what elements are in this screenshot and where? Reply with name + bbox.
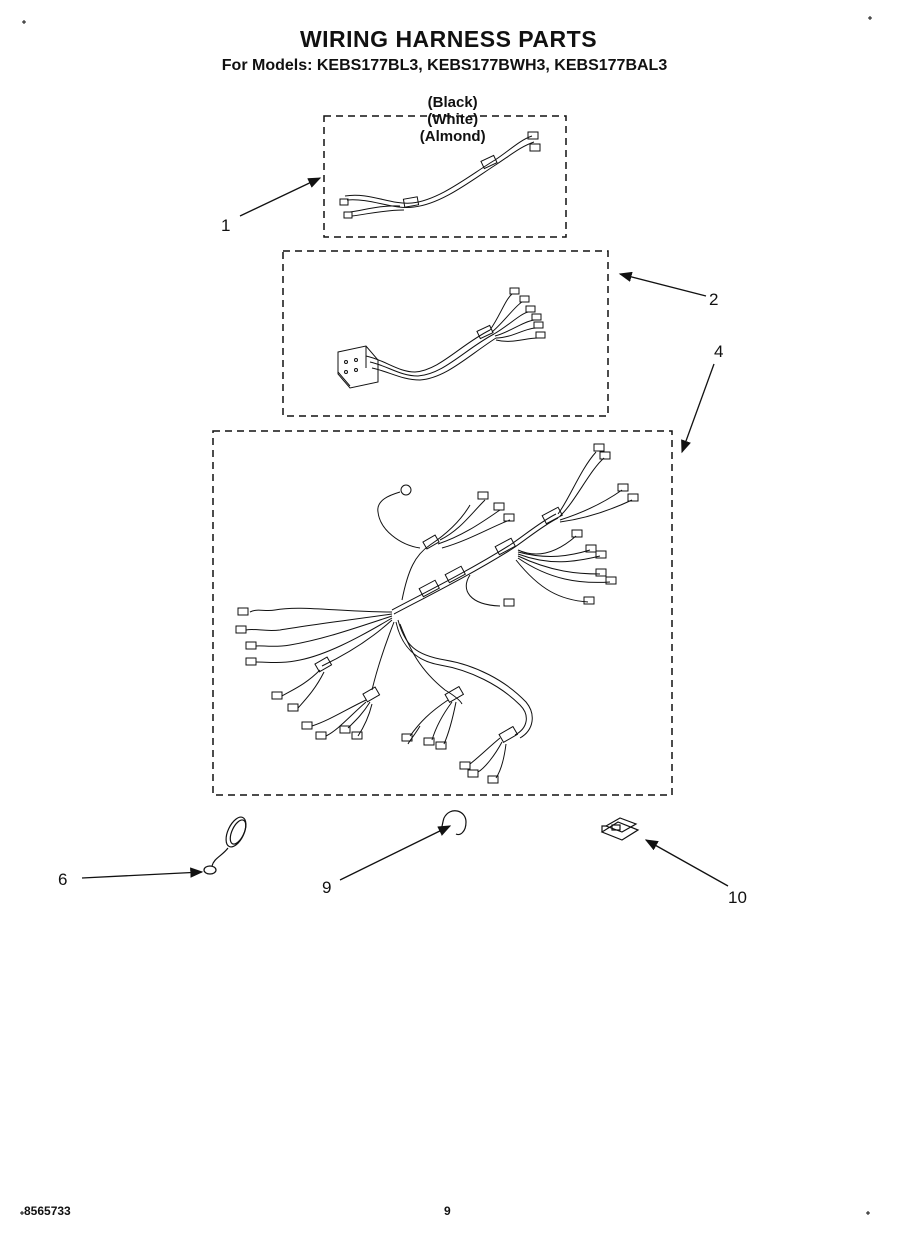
registration-marks	[20, 16, 872, 1215]
callout-4: 4	[714, 342, 724, 361]
part-2-box	[282, 250, 609, 417]
color-white: (White)	[427, 111, 479, 128]
model-colors: (Black) (White) (Almond)	[0, 77, 897, 145]
arrow-4	[681, 363, 715, 454]
clip-icon	[600, 817, 640, 841]
callout-1: 1	[221, 216, 231, 235]
arrow-9	[339, 825, 452, 881]
arrow-10	[644, 839, 729, 887]
callout-2: 2	[709, 290, 719, 309]
wire-harness-2-icon	[337, 287, 546, 389]
callout-10: 10	[728, 888, 747, 907]
arrow-2	[618, 271, 707, 297]
model-list: For Models: KEBS177BL3, KEBS177BWH3, KEB…	[221, 57, 668, 74]
arrow-1	[239, 177, 322, 217]
arrow-6	[81, 867, 204, 879]
document-number: 8565733	[24, 1204, 71, 1218]
page-title: WIRING HARNESS PARTS	[299, 26, 598, 52]
part-1-box	[323, 115, 567, 238]
part-4-box	[212, 430, 673, 796]
tie-wrap-icon	[439, 810, 467, 836]
color-almond: (Almond)	[419, 128, 486, 145]
main-wire-harness-icon	[235, 443, 639, 784]
callout-9: 9	[322, 878, 332, 897]
wire-harness-1-icon	[339, 131, 541, 219]
callout-6: 6	[58, 870, 68, 889]
color-black: (Black)	[427, 94, 478, 111]
page-number: 9	[444, 1204, 451, 1218]
callout-arrows	[81, 177, 729, 887]
ground-wire-icon	[203, 816, 247, 875]
